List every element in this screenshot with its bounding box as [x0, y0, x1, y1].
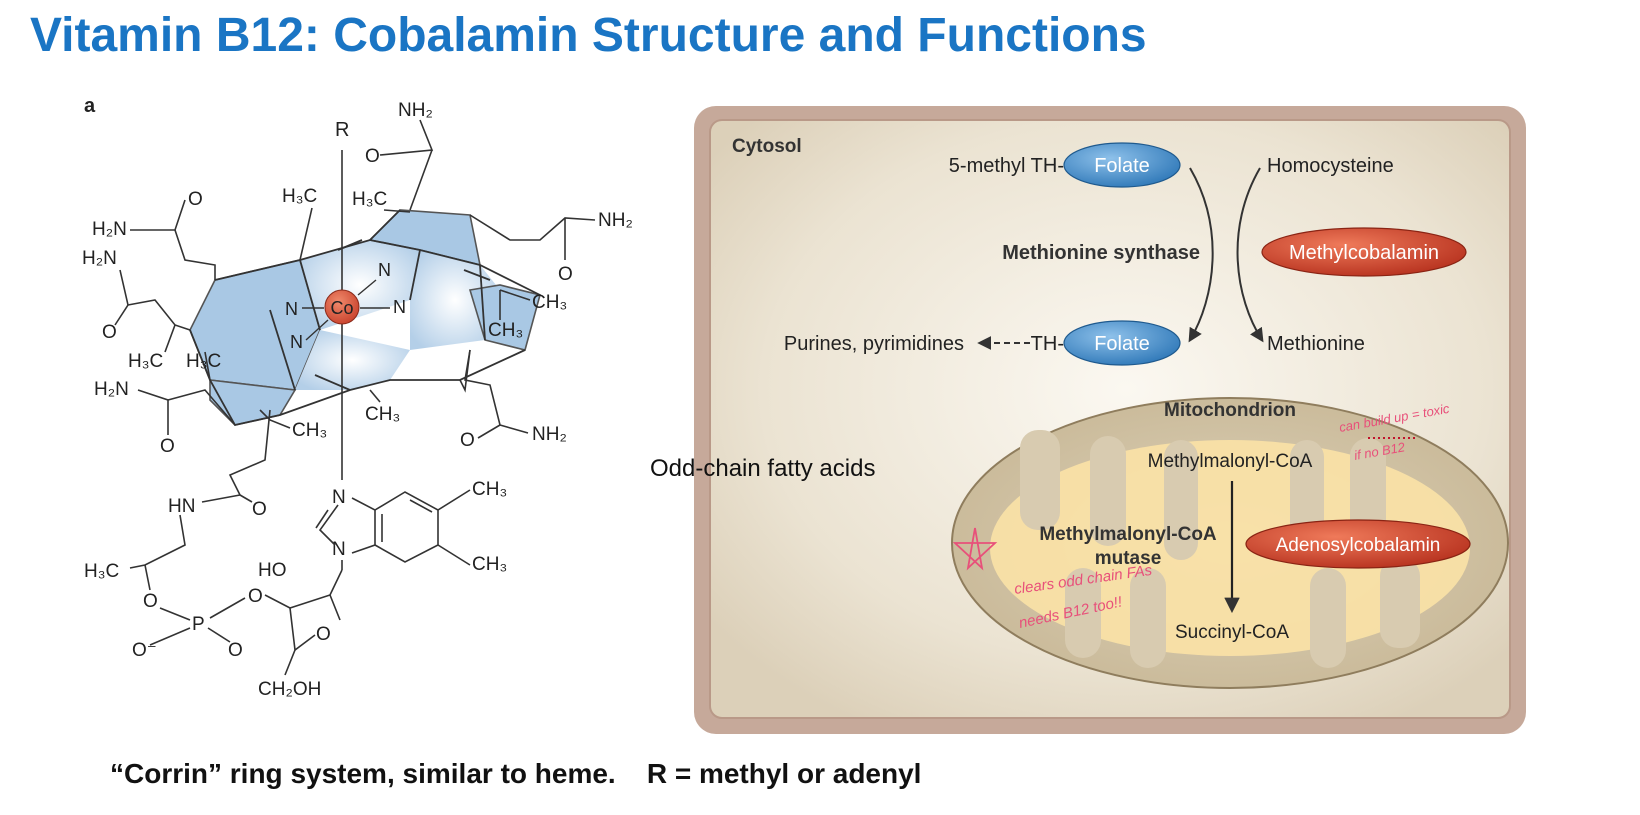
slide-caption: “Corrin” ring system, similar to heme. R…: [110, 758, 922, 789]
atom-h2n-left1: H₂N: [92, 219, 127, 240]
atom-n-right: N: [393, 297, 406, 317]
atom-h3c-left1: H₃C: [128, 351, 163, 372]
atom-o-top: O: [365, 146, 380, 167]
atom-ch3-right2: CH₃: [488, 320, 523, 341]
atom-o-amide: O: [252, 499, 267, 520]
mutase-label-line1: Methylmalonyl-CoA: [1039, 524, 1217, 545]
atom-ho: HO: [258, 560, 287, 581]
atom-hn: HN: [168, 496, 195, 517]
pathway-diagram: b Cytosol 5-methyl TH- Folate Homocystei…: [694, 106, 1526, 734]
methyl-th-label: 5-methyl TH-: [949, 155, 1064, 177]
odd-chain-fatty-acids-label: Odd-chain fatty acids: [650, 455, 876, 482]
cytosol-label: Cytosol: [732, 136, 802, 157]
atom-ch3-bottom2: CH₃: [365, 404, 400, 425]
mutase-label-line2: mutase: [1095, 548, 1162, 569]
th-label: TH-: [1031, 333, 1064, 355]
atom-ch3-bottom1: CH₃: [292, 420, 327, 441]
homocysteine-arrow: [1236, 167, 1264, 343]
ring-bonds: [189, 209, 541, 427]
atom-nh2-top: NH₂: [398, 100, 433, 121]
methionine-synthase-label: Methionine synthase: [1002, 242, 1200, 264]
atom-o-right2: O: [460, 430, 475, 451]
atom-r: R: [335, 119, 349, 141]
cobalt-label: Co: [330, 298, 353, 318]
atom-o-left1: O: [188, 189, 203, 210]
atom-o-ester: O: [143, 591, 158, 612]
corrin-ring: [189, 209, 541, 426]
cobalt-atom: [324, 289, 360, 325]
atom-o-left3: O: [160, 436, 175, 457]
atom-o-right: O: [558, 264, 573, 285]
atom-ch3-right1: CH₃: [532, 292, 567, 313]
adenosylcobalamin-label: Adenosylcobalamin: [1276, 535, 1441, 556]
atom-ch2oh: CH₂OH: [258, 679, 321, 700]
atom-n-bzi-bottom: N: [332, 539, 346, 560]
atom-n-left: N: [285, 299, 298, 319]
adenosylcobalamin-badge: [1245, 519, 1471, 569]
cristae: [1020, 430, 1420, 668]
atom-n-bzi-top: N: [332, 487, 346, 508]
folate-top: [1063, 142, 1181, 188]
atom-o-left2: O: [102, 322, 117, 343]
cobalamin-structure: a Co N N N N R NH₂ O H₃C: [82, 95, 633, 700]
atom-nh2-right: NH₂: [598, 210, 633, 231]
atom-ch3-bzi1: CH₃: [472, 479, 507, 500]
atom-h2n-left2: H₂N: [82, 248, 117, 269]
atom-ch3-bzi2: CH₃: [472, 554, 507, 575]
atom-p: P: [192, 614, 205, 635]
atom-h3c-top2: H₃C: [352, 189, 387, 210]
atom-n-bottom: N: [290, 332, 303, 352]
slide-title: Vitamin B12: Cobalamin Structure and Fun…: [30, 9, 1147, 62]
atom-o-p-right: O: [248, 586, 263, 607]
methionine-label: Methionine: [1267, 333, 1365, 355]
purines-label: Purines, pyrimidines: [784, 333, 964, 355]
panel-a-letter: a: [84, 95, 96, 117]
atom-n-top: N: [378, 260, 391, 280]
atom-h2n-left3: H₂N: [94, 379, 129, 400]
homocysteine-label: Homocysteine: [1267, 155, 1394, 177]
atom-h3c-left2: H₃C: [186, 351, 221, 372]
methylcobalamin-label: Methylcobalamin: [1289, 242, 1439, 264]
mitochondrion-label: Mitochondrion: [1164, 400, 1296, 421]
folate-arrow: [1188, 167, 1214, 343]
star-doodle-icon: [952, 527, 998, 571]
atom-o-ribose: O: [316, 624, 331, 645]
folate-bottom-label: Folate: [1094, 333, 1150, 355]
atom-h3c-top1: H₃C: [282, 186, 317, 207]
folate-top-label: Folate: [1094, 155, 1150, 177]
atom-h3c-loop: H₃C: [84, 561, 119, 582]
folate-bottom: [1063, 320, 1181, 366]
methylmalonyl-coa-label: Methylmalonyl-CoA: [1148, 451, 1313, 472]
succinyl-coa-label: Succinyl-CoA: [1175, 622, 1289, 643]
methylcobalamin-badge: [1261, 227, 1467, 277]
atom-nh2-right2: NH₂: [532, 424, 567, 445]
atom-o-p-down: O: [228, 640, 243, 661]
